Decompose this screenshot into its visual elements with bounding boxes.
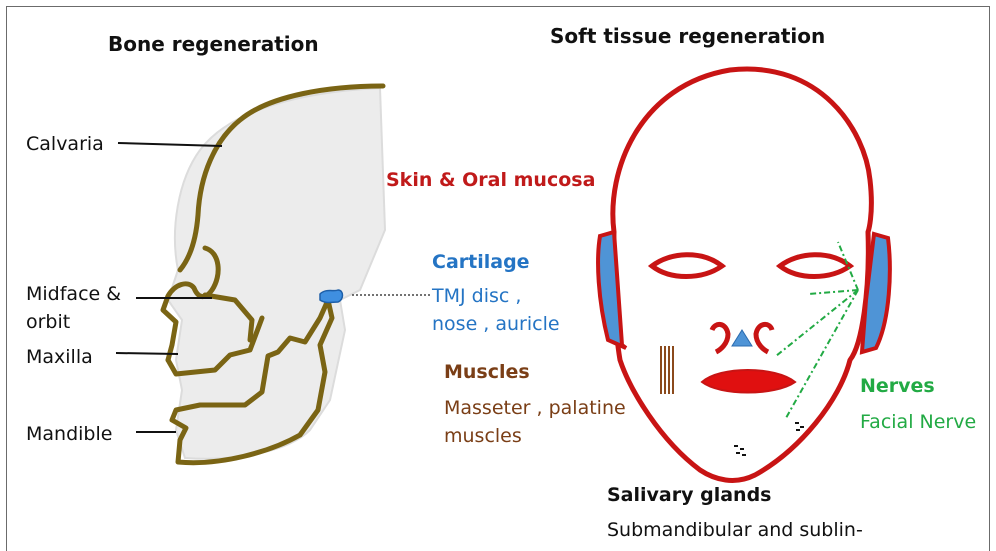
tmj-disc-shape [320,290,343,303]
salivary-glands-heading: Salivary glands [607,483,771,507]
left-ear [598,232,626,348]
muscles-palatine-text: muscles [444,424,522,448]
cartilage-nose-text: nose , auricle [432,312,560,336]
mandible-label: Mandible [26,422,112,446]
facial-nerve-text: Facial Nerve [860,410,976,434]
midface-label: Midface & [26,282,121,306]
muscles-heading: Muscles [444,360,530,384]
maxilla-label: Maxilla [26,345,93,369]
skin-oral-mucosa-label: Skin & Oral mucosa [386,168,595,192]
maxilla-leader [116,353,178,354]
lips [702,370,795,393]
nerves-heading: Nerves [860,374,935,398]
calvaria-label: Calvaria [26,132,104,156]
bone-regeneration-title: Bone regeneration [108,32,319,56]
cartilage-tmj-text: TMJ disc , [432,284,521,308]
cartilage-heading: Cartilage [432,250,530,274]
eyes [652,255,850,277]
nose [712,324,728,352]
salivary-glands-text: Submandibular and sublin- [607,518,863,542]
soft-tissue-regeneration-title: Soft tissue regeneration [550,24,825,48]
nose-cartilage [732,330,752,346]
right-eye [780,255,850,277]
masseter-muscle [661,346,673,394]
orbit-label: orbit [26,310,70,334]
muscles-masseter-text: Masseter , palatine [444,396,626,420]
salivary-gland-marks [734,422,804,456]
left-eye [652,255,722,277]
nose-right [756,324,772,352]
